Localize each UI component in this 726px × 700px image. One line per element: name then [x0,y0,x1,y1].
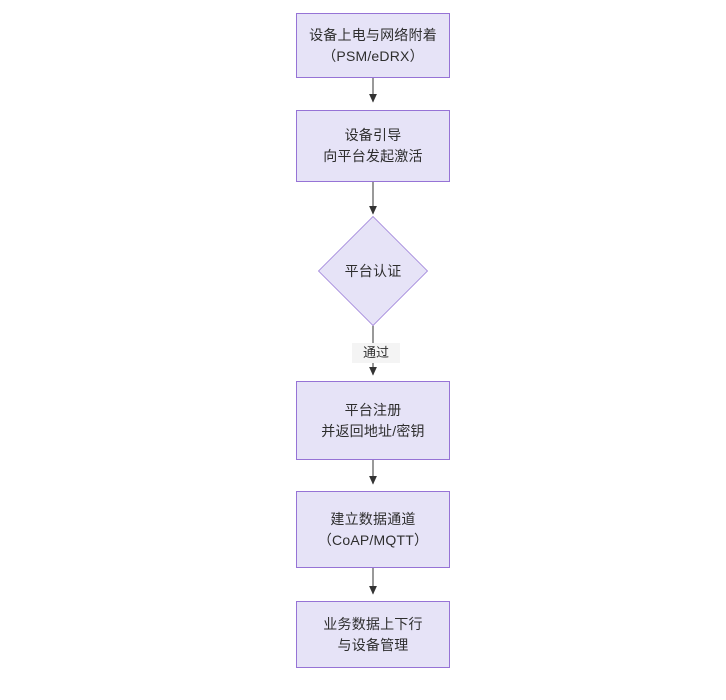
node-power-on[interactable]: 设备上电与网络附着 （PSM/eDRX） [296,13,450,78]
node-business-data-line2: 与设备管理 [337,636,409,653]
node-platform-register-line1: 平台注册 [344,401,402,418]
node-power-on-line2: （PSM/eDRX） [322,47,424,64]
node-bootstrap-line2: 向平台发起激活 [323,148,423,164]
node-platform-register[interactable]: 平台注册 并返回地址/密钥 [296,381,450,460]
node-platform-auth-label: 平台认证 [344,262,402,279]
node-business-data[interactable]: 业务数据上下行 与设备管理 [296,601,450,668]
node-power-on-line1: 设备上电与网络附着 [309,26,437,43]
edge-label-pass: 通过 [352,343,400,363]
node-platform-auth[interactable]: 平台认证 [318,216,428,326]
node-data-channel[interactable]: 建立数据通道 （CoAP/MQTT） [296,491,450,568]
node-data-channel-line1: 建立数据通道 [330,510,416,527]
node-data-channel-line2: （CoAP/MQTT） [317,531,429,548]
node-platform-register-line2: 并返回地址/密钥 [321,422,425,439]
node-bootstrap-line1: 设备引导 [344,127,402,143]
node-bootstrap[interactable]: 设备引导 向平台发起激活 [296,110,450,182]
node-business-data-line1: 业务数据上下行 [323,615,423,632]
